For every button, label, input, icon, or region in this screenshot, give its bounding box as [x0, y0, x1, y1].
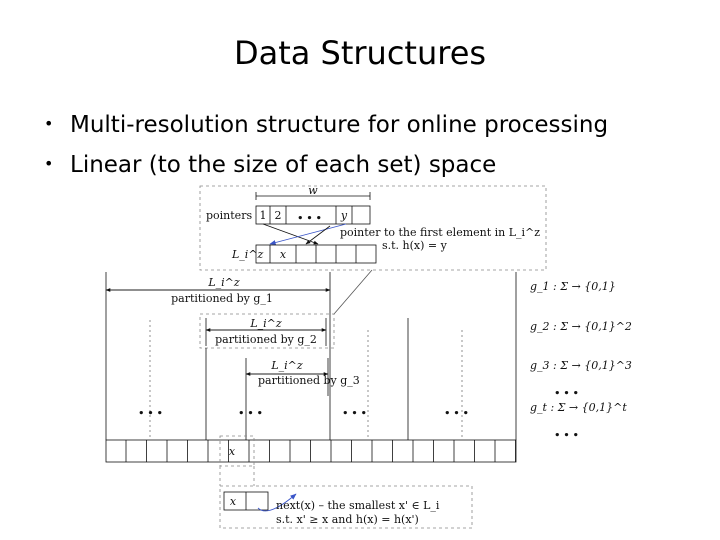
pointer-cell-dots: ...: [297, 203, 325, 224]
hash-function-gt: g_t : Σ → {0,1}^t: [530, 401, 627, 414]
level3-partition: [245, 358, 329, 396]
level1-set: L_i^z: [207, 276, 240, 289]
bullet-item: • Multi-resolution structure for online p…: [44, 108, 608, 148]
bullet-text: Multi-resolution structure for online pr…: [70, 112, 609, 138]
bullet-dot: •: [44, 154, 54, 173]
hash-function-g3: g_3 : Σ → {0,1}^3: [530, 359, 632, 372]
next-arrow: [257, 493, 297, 512]
dots: ...: [444, 398, 472, 419]
pointer-frame: [199, 185, 547, 271]
level2-partition: [205, 318, 327, 346]
bullet-dot: •: [44, 114, 54, 133]
level2-frame: [199, 313, 335, 349]
liz-array: [255, 244, 377, 264]
dots: ...: [138, 398, 166, 419]
dots: ...: [342, 398, 370, 419]
liz-x: x: [280, 248, 287, 261]
pointer-cell-2: 2: [275, 209, 282, 222]
array-x: x: [229, 445, 236, 458]
bullet-list: • Multi-resolution structure for online p…: [44, 108, 608, 188]
level2-text: partitioned by g_2: [215, 333, 317, 346]
liz-label: L_i^z: [231, 248, 264, 261]
bullet-text: Linear (to the size of each set) space: [70, 152, 497, 178]
slide-title: Data Structures: [233, 34, 487, 72]
x-highlight-frame: [219, 435, 255, 467]
dots: ...: [554, 420, 582, 441]
w-label: w: [308, 184, 318, 197]
level2-set: L_i^z: [249, 317, 282, 330]
pointer-array: [255, 205, 371, 225]
pointer-arrow: [305, 225, 331, 245]
level3-set: L_i^z: [270, 359, 303, 372]
hash-function-g1: g_1 : Σ → {0,1}: [530, 280, 616, 293]
next-x: x: [230, 495, 237, 508]
pointers-label: pointers: [206, 209, 252, 222]
partition-marks: [105, 272, 517, 440]
next-condition: s.t. x' ≥ x and h(x) = h(x'): [276, 513, 419, 526]
level1-partition: [105, 272, 331, 312]
next-array: [223, 491, 269, 511]
dots: ...: [554, 378, 582, 399]
pointer-condition: s.t. h(x) = y: [382, 239, 448, 252]
next-frame: [219, 485, 473, 529]
pointer-note: pointer to the first element in L_i^z: [340, 226, 540, 239]
dots: ...: [238, 398, 266, 419]
long-array: [105, 439, 517, 463]
pointer-arrow-y: [269, 223, 347, 245]
next-text: next(x) – the smallest x' ∈ L_i: [276, 499, 440, 512]
pointer-cell-y: y: [340, 209, 348, 222]
bullet-item: • Linear (to the size of each set) space: [44, 148, 608, 188]
level3-text: partitioned by g_3: [258, 374, 360, 387]
level1-text: partitioned by g_1: [171, 292, 273, 305]
zoom-line: [333, 269, 373, 315]
hash-function-g2: g_2 : Σ → {0,1}^2: [530, 320, 632, 333]
partition-dashed-marks: [149, 320, 463, 440]
pointer-cell-1: 1: [260, 209, 267, 222]
